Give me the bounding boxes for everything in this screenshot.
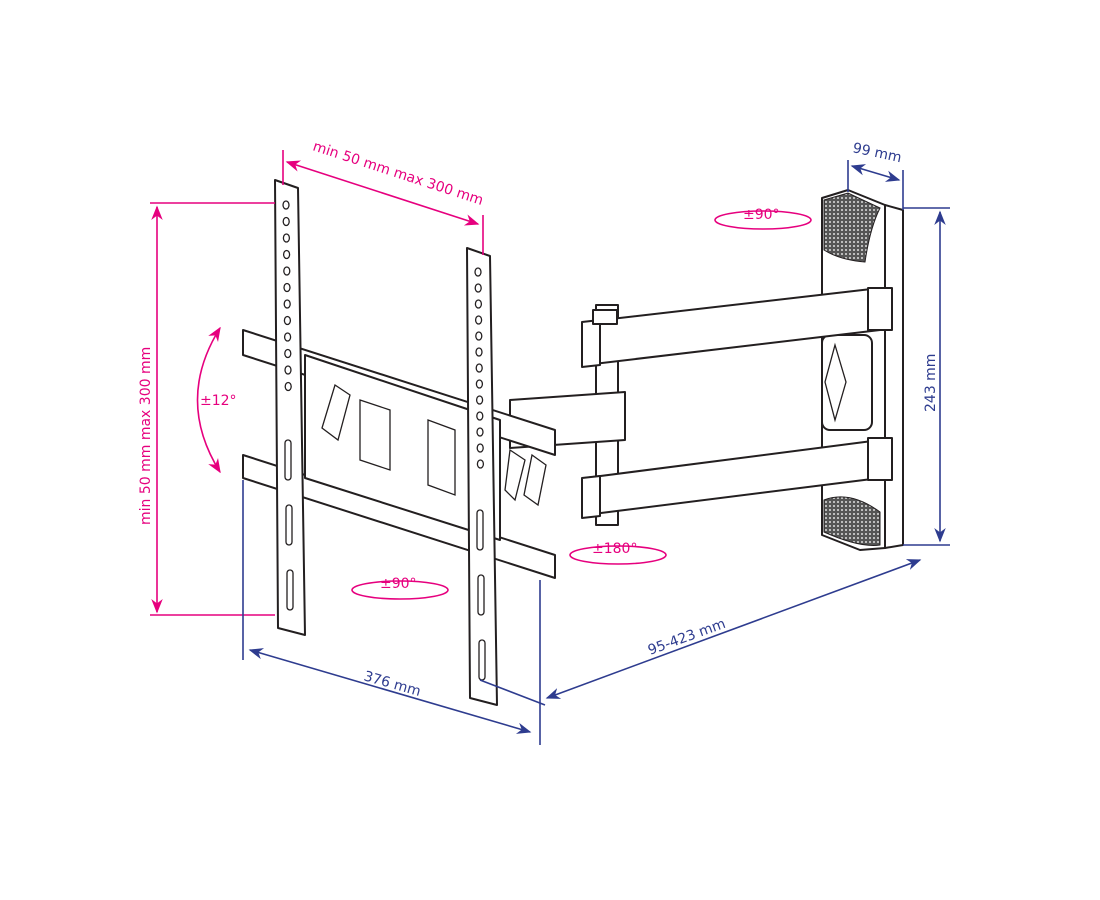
- mounting-slot: [477, 574, 485, 616]
- mounting-hole: [283, 282, 291, 293]
- mounting-hole: [475, 395, 484, 405]
- tilt-arc: [196, 326, 221, 474]
- mounting-hole: [475, 347, 483, 357]
- left-vertical-bracket: [274, 179, 306, 636]
- mounting-hole: [282, 216, 290, 227]
- wall-plate: [821, 189, 904, 551]
- articulating-arms: [509, 287, 893, 526]
- height-label: 243 mm: [923, 354, 939, 412]
- mounting-hole: [284, 348, 292, 359]
- mounting-hole: [474, 267, 482, 277]
- extension-label: 95-423 mm: [646, 616, 728, 659]
- mounting-hole: [474, 283, 482, 293]
- tilt-label: ±12°: [200, 393, 237, 409]
- diamond-logo: [824, 342, 847, 423]
- swivel-arm-label: ±180°: [592, 541, 637, 557]
- mounting-slot: [478, 639, 486, 681]
- right-vertical-bracket: [466, 247, 498, 706]
- depth-dimension: [850, 164, 901, 182]
- mounting-hole: [474, 299, 483, 309]
- mounting-hole: [475, 379, 484, 389]
- mounting-slot: [285, 504, 293, 546]
- extension-dimension: [545, 559, 922, 699]
- vesa-vertical-label: min 50 mm max 300 mm: [138, 347, 154, 525]
- mounting-hole: [283, 315, 292, 326]
- mounting-hole: [283, 332, 292, 342]
- mounting-hole: [283, 266, 291, 276]
- mounting-hole: [476, 427, 484, 437]
- mounting-hole: [476, 411, 484, 421]
- mounting-hole: [283, 299, 291, 309]
- width-label: 376 mm: [362, 668, 423, 699]
- bottom-grip: [823, 496, 881, 546]
- swivel-wall-label: ±90°: [743, 207, 780, 223]
- width-dimension: [248, 648, 532, 734]
- mounting-hole: [284, 365, 292, 375]
- swivel-plate-arc: [351, 580, 449, 600]
- mounting-hole: [475, 363, 483, 373]
- mounting-hole: [474, 315, 483, 325]
- mounting-hole: [476, 443, 484, 453]
- mounting-slot: [286, 569, 294, 611]
- mounting-hole: [475, 331, 483, 341]
- vesa-horizontal-dimension: [285, 160, 480, 226]
- depth-label: 99 mm: [851, 140, 903, 166]
- mounting-hole: [284, 381, 292, 392]
- top-grip: [823, 192, 881, 263]
- mounting-slot: [476, 509, 484, 551]
- mounting-hole: [282, 233, 291, 243]
- swivel-wall-arc: [714, 210, 812, 230]
- mounting-hole: [282, 249, 291, 260]
- swivel-plate-label: ±90°: [380, 576, 417, 592]
- mounting-hole: [282, 200, 290, 210]
- mounting-hole: [476, 459, 485, 469]
- mounting-slot: [284, 439, 292, 481]
